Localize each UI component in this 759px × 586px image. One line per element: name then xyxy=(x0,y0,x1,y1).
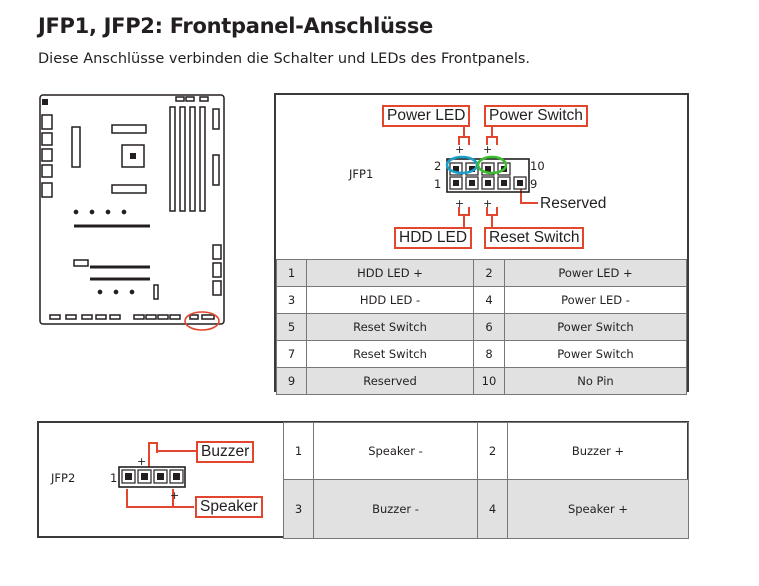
svg-text:+: + xyxy=(455,143,464,156)
jfp1-label: JFP1 xyxy=(349,167,374,181)
pin-number: 3 xyxy=(283,479,314,539)
table-row: 3 Buzzer - 4 Speaker + xyxy=(283,479,689,539)
jfp2-pin-table: 1 Speaker - 2 Buzzer + 3 Buzzer - 4 Spea… xyxy=(283,421,689,539)
pin-number: 1 xyxy=(283,421,314,481)
pin-number: 4 xyxy=(477,479,508,539)
pin-number: 4 xyxy=(473,286,505,314)
pin-signal: Buzzer + xyxy=(507,421,689,481)
pin-signal: Power LED - xyxy=(504,286,687,314)
jfp1-header-diagram: + + + + xyxy=(445,125,538,227)
pin-signal: Speaker - xyxy=(313,421,478,481)
jfp2-label: JFP2 xyxy=(51,471,76,485)
jfp1-panel: JFP1 Power LED Power Switch HDD LED Rese… xyxy=(274,93,689,395)
callout-reset-switch: Reset Switch xyxy=(484,227,585,249)
pin-signal: Reset Switch xyxy=(306,340,474,368)
callout-reserved: Reserved xyxy=(540,195,607,212)
table-row: 5 Reset Switch 6 Power Switch xyxy=(276,313,687,341)
pin-number: 9 xyxy=(276,367,307,395)
svg-text:+: + xyxy=(170,489,179,502)
callout-speaker: Speaker xyxy=(195,496,263,518)
table-row: 1 Speaker - 2 Buzzer + xyxy=(283,421,689,481)
jfp2-panel: JFP2 1 Buzzer Speaker + + 1 xyxy=(37,421,689,539)
page-subtitle: Diese Anschlüsse verbinden die Schalter … xyxy=(38,51,531,67)
pin-number: 2 xyxy=(477,421,508,481)
pin-signal: Power Switch xyxy=(504,313,687,341)
svg-text:+: + xyxy=(483,143,492,156)
pin-signal: HDD LED + xyxy=(306,259,474,287)
pin-label-10: 10 xyxy=(530,159,545,173)
callout-power-switch: Power Switch xyxy=(484,105,588,127)
pin-signal: HDD LED - xyxy=(306,286,474,314)
svg-text:+: + xyxy=(137,455,146,468)
callout-power-led: Power LED xyxy=(382,105,471,127)
page-title: JFP1, JFP2: Frontpanel-Anschlüsse xyxy=(38,14,433,38)
pin-label-2: 2 xyxy=(434,159,442,173)
pin-number: 5 xyxy=(276,313,307,341)
pin-number: 8 xyxy=(473,340,505,368)
table-row: 7 Reset Switch 8 Power Switch xyxy=(276,340,687,368)
pin-label-1: 1 xyxy=(434,177,442,191)
pin-signal: Buzzer - xyxy=(313,479,478,539)
pin-label-9: 9 xyxy=(530,177,538,191)
pin-number: 3 xyxy=(276,286,307,314)
pin-signal: Reset Switch xyxy=(306,313,474,341)
pin-signal: Speaker + xyxy=(507,479,689,539)
jfp1-pin-table: 1 HDD LED + 2 Power LED + 3 HDD LED - 4 … xyxy=(276,259,687,395)
pin-number: 10 xyxy=(473,367,505,395)
pin-signal: Power Switch xyxy=(504,340,687,368)
svg-text:+: + xyxy=(483,197,492,210)
jfp1-diagram: JFP1 Power LED Power Switch HDD LED Rese… xyxy=(276,95,687,259)
pin-signal: No Pin xyxy=(504,367,687,395)
callout-buzzer: Buzzer xyxy=(196,441,255,463)
table-row: 9 Reserved 10 No Pin xyxy=(276,367,687,395)
motherboard-illustration xyxy=(39,94,225,331)
pin-signal: Power LED + xyxy=(504,259,687,287)
pin-number: 1 xyxy=(276,259,307,287)
table-row: 1 HDD LED + 2 Power LED + xyxy=(276,259,687,287)
pin-signal: Reserved xyxy=(306,367,474,395)
callout-hdd-led: HDD LED xyxy=(394,227,473,249)
table-row: 3 HDD LED - 4 Power LED - xyxy=(276,286,687,314)
pin-number: 6 xyxy=(473,313,505,341)
jfp2-pin-label-1: 1 xyxy=(110,471,118,485)
svg-text:+: + xyxy=(455,197,464,210)
pin-number: 2 xyxy=(473,259,505,287)
pin-number: 7 xyxy=(276,340,307,368)
